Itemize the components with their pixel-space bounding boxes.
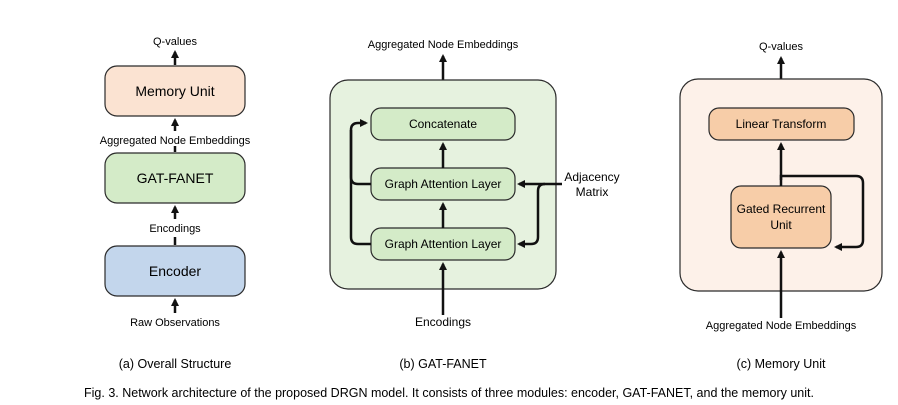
panel-c-embeddings-label: Aggregated Node Embeddings xyxy=(706,320,857,332)
memory-unit-label: Memory Unit xyxy=(135,83,214,99)
gat-fanet-box xyxy=(104,152,246,204)
concatenate-label: Concatenate xyxy=(409,117,477,131)
gru-label-line2: Unit xyxy=(770,218,792,232)
linear-transform-label: Linear Transform xyxy=(736,117,827,131)
gru-recurrent-loop xyxy=(779,174,865,251)
skip-gal-bottom-to-concat xyxy=(349,130,371,246)
panel-a-caption: (a) Overall Structure xyxy=(119,357,232,371)
panel-memory-unit: Q-values Linear Transform Gated Recurren… xyxy=(679,41,883,371)
panel-b-encodings-label: Encodings xyxy=(415,315,471,329)
panel-a-encodings-label: Encodings xyxy=(149,223,201,235)
encoder-label: Encoder xyxy=(149,263,201,279)
panel-a-qvalues-label: Q-values xyxy=(153,36,198,48)
gru-box xyxy=(730,185,832,249)
concatenate-box xyxy=(370,107,516,141)
gru-label-line1: Gated Recurrent xyxy=(737,202,826,216)
gal-bottom-label: Graph Attention Layer xyxy=(385,237,502,251)
adjacency-label-line2: Matrix xyxy=(576,185,609,199)
encoder-box xyxy=(104,245,246,297)
adjacency-label-line1: Adjacency xyxy=(564,170,619,184)
panel-gat-fanet: Aggregated Node Embeddings Concatenate G… xyxy=(329,39,620,371)
panel-c-caption: (c) Memory Unit xyxy=(737,357,826,371)
linear-transform-box xyxy=(708,107,855,141)
panel-a-aggregated-label: Aggregated Node Embeddings xyxy=(100,135,251,147)
panel-b-caption: (b) GAT-FANET xyxy=(399,357,487,371)
gat-fanet-label: GAT-FANET xyxy=(137,170,214,186)
gal-top-label: Graph Attention Layer xyxy=(385,177,502,191)
arrow-adjacency-to-gal-bottom xyxy=(517,182,546,248)
memory-unit-box xyxy=(104,65,246,117)
figure-caption: Fig. 3. Network architecture of the prop… xyxy=(84,386,814,400)
panel-c-qvalues-label: Q-values xyxy=(759,41,804,53)
panel-b-aggregated-label: Aggregated Node Embeddings xyxy=(368,39,519,51)
panel-overall-structure: Q-values Memory Unit Aggregated Node Emb… xyxy=(100,36,251,371)
panel-a-raw-label: Raw Observations xyxy=(130,317,220,329)
